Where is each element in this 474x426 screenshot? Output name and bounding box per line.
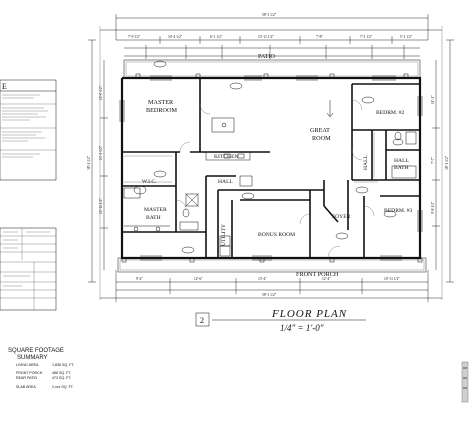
sq-row-value-1: 1,836 SQ. FT. — [52, 363, 74, 367]
master-tub — [123, 187, 141, 199]
dim-top-5: 7'-8" — [316, 35, 323, 39]
dim-left-3: 12'-11 1/2" — [99, 198, 103, 214]
dim-top-4: 13'-11 1/2" — [258, 35, 274, 39]
sq-row-value-2: 466 SQ. FT. — [52, 371, 71, 375]
revision-table — [0, 227, 57, 311]
room-label-hall-bath-l2: BATH — [394, 165, 409, 171]
range — [239, 175, 253, 187]
room-label-hall-bath-l1: HALL — [394, 158, 409, 164]
left-info-panel: E SQUARE FOOTAGE SUMMARY LIVING — [0, 79, 74, 389]
sq-footage-title: SQUARE FOOTAGE — [8, 348, 64, 354]
room-label-great-room-l1: GREAT — [310, 127, 330, 134]
room-label-hall-right: HALL — [363, 155, 369, 170]
front-porch-outline: FRONT PORCH — [117, 257, 427, 278]
master-vanity — [179, 221, 199, 231]
room-label-master-bath-l2: BATH — [146, 215, 161, 221]
room-label-foyer: FOYER — [332, 214, 351, 220]
sheet-marker-box — [195, 312, 210, 327]
room-label-patio: PATIO — [258, 53, 275, 60]
kitchen-island — [211, 117, 235, 133]
room-label-master-bedroom-l1: MASTER — [148, 99, 174, 106]
room-label-bedroom-3: BEDRM. #3 — [384, 208, 412, 214]
dim-bottom-5: 10'-11 1/2" — [384, 277, 400, 281]
room-label-utility: UTILITY — [221, 224, 227, 246]
plan-title: FLOOR PLAN — [271, 308, 347, 320]
hall-bath-toilet — [394, 131, 402, 141]
dim-top-7: 5'-1 1/2" — [400, 35, 413, 39]
sq-row-label-3: REAR PATIO — [16, 376, 37, 380]
sq-row-label-4: SLAB AREA — [16, 385, 36, 389]
sq-row-label-1: LIVING AREA — [16, 363, 39, 367]
plan-scale: 1/4" = 1'-0" — [280, 323, 324, 333]
dryer — [219, 245, 231, 257]
exterior-walls — [120, 76, 422, 260]
dim-right-1: 11'-1" — [431, 95, 435, 104]
notes-table — [0, 79, 57, 181]
room-label-kitchen: KITCHEN — [214, 154, 239, 160]
dim-overall-depth-right: 38'-1 1/2" — [445, 155, 449, 170]
plan-title-block: 2 FLOOR PLAN 1/4" = 1'-0" — [195, 308, 366, 333]
margin-stamp — [461, 361, 469, 403]
door-swing-master — [179, 141, 191, 153]
hall-bath-tub — [391, 165, 417, 179]
dim-overall-width: 58'-1 1/2" — [262, 13, 277, 17]
dim-bottom-3: 13'-4" — [258, 277, 267, 281]
dim-bottom-1: 9'-4" — [136, 277, 143, 281]
room-labels: MASTER BEDROOM GREAT ROOM KITCHEN HALL W… — [142, 99, 412, 246]
dim-left-2: 13'-1 1/2" — [99, 145, 103, 160]
room-label-bonus-room: BONUS ROOM — [258, 232, 295, 238]
dim-left-1: 12'-0 1/2" — [99, 85, 103, 100]
overall-dimensions: 58'-1 1/2" 7'-9 1/2" 10'-4 1/2" 6'-1 1/2… — [87, 13, 454, 302]
dim-right-3: 9'-8 1/2" — [431, 201, 435, 214]
dim-top-2: 10'-4 1/2" — [168, 35, 183, 39]
interior-walls — [122, 78, 420, 258]
dim-overall-width-bottom: 58'-1 1/2" — [262, 293, 277, 297]
room-label-great-room-l2: ROOM — [312, 135, 331, 142]
master-shower — [185, 193, 199, 207]
room-label-master-bath-l1: MASTER — [144, 207, 167, 213]
sheet-marker: 2 — [200, 316, 204, 325]
panel-header-letter: E — [2, 82, 7, 91]
room-label-hall-center: HALL — [218, 179, 233, 185]
door-swing-entry — [327, 245, 341, 259]
master-toilet — [182, 208, 190, 218]
sq-row-value-4: 2,xxx SQ. FT. — [52, 385, 74, 389]
dim-top-1: 7'-9 1/2" — [128, 35, 141, 39]
fixtures — [119, 60, 423, 261]
dim-bottom-2: 12'-6" — [194, 277, 203, 281]
room-label-master-bedroom-l2: BEDROOM — [146, 107, 177, 114]
dim-top-3: 6'-1 1/2" — [210, 35, 223, 39]
room-label-front-porch: FRONT PORCH — [296, 271, 339, 278]
dim-bottom-4: 12'-4" — [322, 277, 331, 281]
sq-footage-subtitle: SUMMARY — [17, 355, 48, 361]
sq-row-label-2: FRONT PORCH — [16, 371, 43, 375]
dim-overall-depth-left: 38'-1 1/2" — [87, 155, 91, 170]
patio-outline: PATIO — [123, 53, 421, 79]
room-label-bedroom-2: BEDRM. #2 — [376, 110, 404, 116]
sq-row-value-3: 473 SQ. FT. — [52, 376, 71, 380]
kitchen-counter — [205, 151, 251, 161]
room-label-wic: W.I.C. — [142, 179, 157, 185]
dim-top-6: 7'-1 1/2" — [360, 35, 373, 39]
dim-right-2: 7'-7" — [431, 157, 435, 164]
